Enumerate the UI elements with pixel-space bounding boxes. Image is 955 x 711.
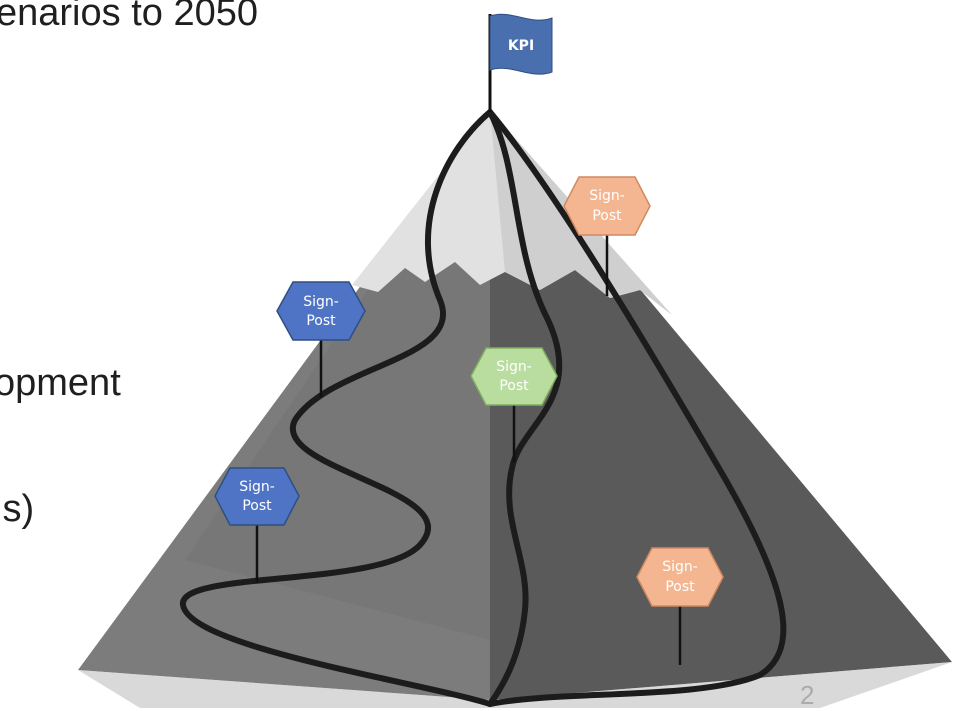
signpost-sign [636, 547, 724, 607]
signpost-label: Sign- [662, 559, 698, 575]
flag-label: KPI [508, 38, 534, 54]
signpost-sign [563, 176, 651, 236]
signpost-label: Post [242, 498, 272, 514]
signpost-label: Post [665, 579, 695, 595]
slide-title-fragment: enarios to 2050 [0, 0, 258, 34]
signpost-label: Sign- [589, 188, 625, 204]
signpost: Sign- Post [276, 281, 366, 397]
trail-center [487, 109, 563, 707]
signpost-sign [276, 281, 366, 341]
trail-right [487, 109, 787, 707]
trails [180, 109, 787, 707]
signpost-label: Sign- [239, 479, 275, 495]
kpi-flag [489, 13, 553, 75]
signpost-label: Post [592, 208, 622, 224]
trail-left [180, 109, 493, 707]
signpost-label: Post [306, 313, 336, 329]
signpost-label: Post [499, 378, 529, 394]
ground [78, 662, 952, 708]
signpost: Sign- Post [563, 176, 651, 296]
signpost-label: Sign- [303, 294, 339, 310]
bullet-text-fragment: ls) [0, 488, 35, 530]
signpost-sign [470, 347, 558, 406]
signpost: Sign- Post [470, 347, 558, 462]
signpost: Sign- Post [636, 547, 724, 665]
signpost-sign [214, 467, 300, 526]
bullet-text-fragment: opment [0, 362, 121, 404]
signpost: Sign- Post [214, 467, 300, 583]
signpost-label: Sign- [496, 359, 532, 375]
